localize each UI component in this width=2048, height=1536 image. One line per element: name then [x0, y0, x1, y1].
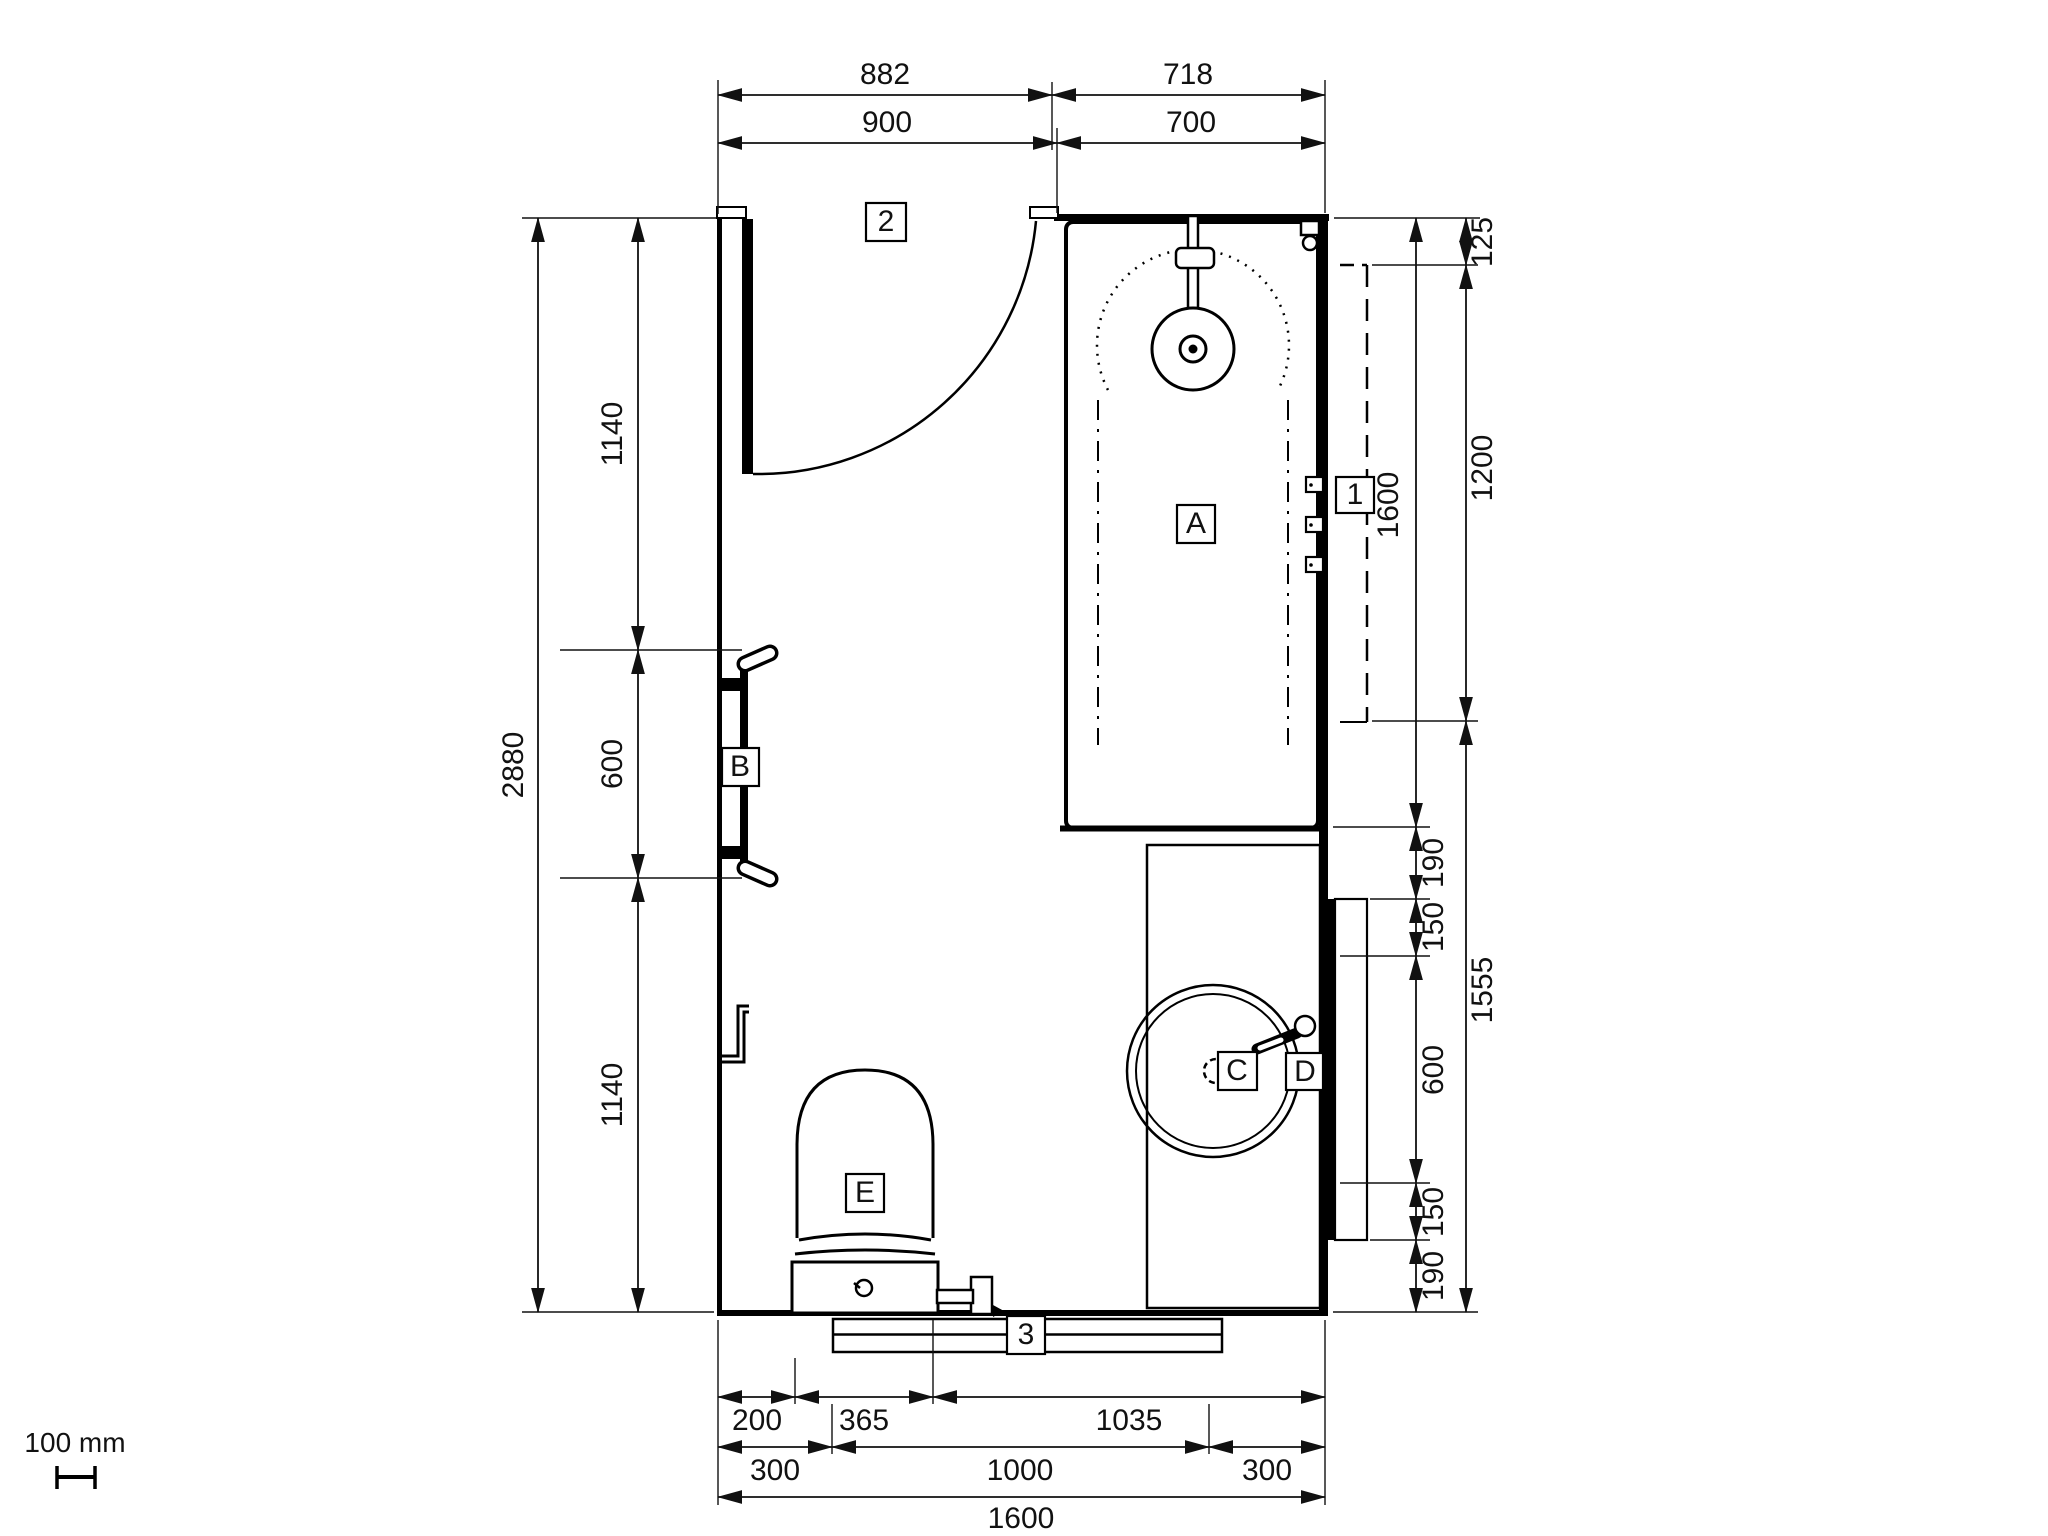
dimension-labels: 882 718 900 700 2880 1140 600 1140 1600 … — [497, 58, 1499, 1535]
label-box-shower — [1175, 503, 1217, 545]
label-fittings: 1 — [1347, 478, 1364, 511]
label-box-fittings — [1334, 475, 1376, 515]
tap-spout — [1293, 1014, 1317, 1038]
label-tap: D — [1294, 1055, 1316, 1088]
dashed-zone-right — [1340, 263, 1369, 723]
holder-outer — [722, 1004, 749, 1058]
toilet-paper-holder — [722, 1004, 749, 1064]
dim-top-718: 718 — [1163, 58, 1213, 91]
label-box-bottom-rail — [1005, 1314, 1047, 1356]
label-box-door — [864, 201, 908, 243]
dim-right-125: 125 — [1466, 217, 1499, 267]
shower-rail-bracket — [1174, 246, 1216, 270]
label-basin: C — [1226, 1054, 1248, 1087]
rail-end-top — [740, 648, 775, 669]
toilet-cistern — [790, 1260, 940, 1315]
fitting-bracket — [1304, 555, 1325, 574]
toilet-seat-front — [798, 1232, 932, 1242]
panel-outline — [1333, 897, 1369, 1242]
dim-right-600: 600 — [1417, 1045, 1450, 1095]
flush-button-notch — [853, 1282, 861, 1289]
dim-left-600: 600 — [596, 739, 629, 789]
dim-right-190-bottom: 190 — [1417, 1251, 1450, 1301]
dim-right-1200: 1200 — [1466, 435, 1499, 502]
dim-left-1140-top: 1140 — [596, 402, 629, 467]
dim-right-150-top: 150 — [1417, 902, 1450, 952]
holder-inner — [722, 1010, 749, 1064]
dim-bottom-365: 365 — [839, 1404, 889, 1437]
fitting-screw — [1309, 523, 1313, 527]
scale-label: 100 mm — [24, 1427, 125, 1458]
tap-lever-highlight — [1257, 1037, 1284, 1051]
label-box-toilet — [844, 1172, 886, 1214]
rail-bracket-top — [721, 678, 743, 691]
label-box-rail — [720, 746, 761, 788]
wall-fittings — [1304, 475, 1325, 574]
dim-right-1555: 1555 — [1466, 957, 1499, 1024]
basin-tap — [1251, 1014, 1317, 1055]
extension-lines — [522, 80, 1480, 1505]
door-stop-right — [1029, 206, 1059, 219]
shower-head — [1150, 214, 1236, 392]
floor-valve — [935, 1275, 1004, 1317]
dim-bottom-300-right: 300 — [1242, 1454, 1292, 1487]
dim-top-900: 900 — [862, 106, 912, 139]
label-rail: B — [730, 750, 750, 783]
item-labels: 2 A 1 B C D E 3 — [720, 201, 1376, 1356]
label-toilet: E — [855, 1176, 875, 1209]
fitting-screw — [1309, 483, 1313, 487]
label-door: 2 — [878, 205, 895, 238]
flush-button — [854, 1278, 874, 1298]
rail-end-bottom — [740, 863, 775, 884]
valve-arrow — [993, 1305, 1004, 1317]
shower-area — [1060, 214, 1324, 832]
dimension-lines — [531, 88, 1473, 1504]
panel-wall-strip — [1328, 899, 1335, 1240]
label-box-tap — [1284, 1051, 1325, 1092]
dim-top-700: 700 — [1166, 106, 1216, 139]
valve-lever — [935, 1288, 975, 1305]
dim-right-1600: 1600 — [1372, 472, 1405, 539]
door-stop-left — [716, 206, 747, 219]
toilet — [790, 1068, 940, 1315]
dim-top-882: 882 — [860, 58, 910, 91]
dim-bottom-300-left: 300 — [750, 1454, 800, 1487]
fitting-bracket — [1304, 515, 1325, 534]
fitting-bracket — [1304, 475, 1325, 494]
wall-panel — [1328, 897, 1369, 1242]
dim-right-190-top: 190 — [1417, 838, 1450, 888]
door-leaf — [742, 219, 753, 474]
wall-hook — [1299, 219, 1321, 252]
dim-left-2880: 2880 — [497, 732, 530, 799]
shower-head-center — [1188, 344, 1198, 354]
toilet-seat-outline — [795, 1068, 935, 1238]
label-box-basin — [1216, 1050, 1259, 1092]
label-bottom-rail: 3 — [1018, 1318, 1035, 1351]
door — [716, 206, 1059, 476]
vertical-grab-rail — [721, 644, 779, 888]
scale-indicator: 100 mm — [24, 1427, 126, 1489]
toilet-seat-hinge — [794, 1248, 936, 1256]
door-swing-arc — [752, 220, 1038, 476]
dim-left-1140-bottom: 1140 — [596, 1063, 629, 1128]
dim-bottom-1035: 1035 — [1096, 1404, 1163, 1437]
dim-right-150-bottom: 150 — [1417, 1187, 1450, 1237]
label-shower: A — [1186, 507, 1206, 540]
dim-bottom-200: 200 — [732, 1404, 782, 1437]
rail-bracket-bottom — [721, 846, 743, 859]
fitting-screw — [1309, 563, 1313, 567]
hook-ring — [1301, 234, 1319, 252]
dim-bottom-1600: 1600 — [988, 1502, 1055, 1535]
hook-plate — [1299, 219, 1321, 237]
shower-spray-arc — [1095, 248, 1291, 391]
dim-bottom-1000: 1000 — [987, 1454, 1054, 1487]
